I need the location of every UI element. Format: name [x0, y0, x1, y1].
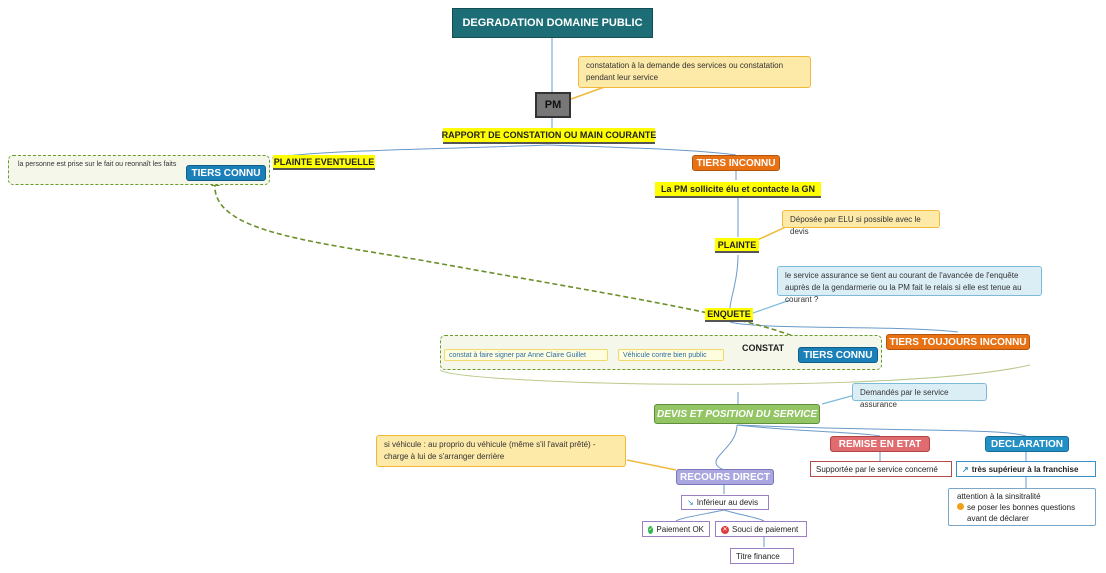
declaration-note[interactable]: attention à la sinsitralité se poser les…	[948, 488, 1096, 526]
demandes-note[interactable]: Demandés par le service assurance	[852, 383, 987, 409]
inferieur-devis-node[interactable]: ↘ Inférieur au devis	[681, 495, 769, 510]
remise-sub-node[interactable]: Supportée par le service concerné	[810, 461, 952, 477]
tiers-connu-left-node[interactable]: TIERS CONNU	[186, 165, 266, 181]
declaration-sub-text: très supérieur à la franchise	[971, 464, 1079, 474]
warning-icon	[957, 503, 964, 510]
paiement-ok-node[interactable]: ✓ Paiement OK	[642, 521, 710, 537]
rapport-label: RAPPORT DE CONSTATION OU MAIN COURANTE	[441, 130, 657, 140]
declaration-note-line1: attention à la sinsitralité	[957, 492, 1041, 501]
root-topic[interactable]: DEGRADATION DOMAINE PUBLIC	[452, 8, 653, 38]
declaration-label: DECLARATION	[990, 438, 1064, 450]
paiement-ok-text: Paiement OK	[656, 524, 704, 534]
tiers-connu-constat-node[interactable]: TIERS CONNU	[798, 347, 878, 363]
vehicule-text: Véhicule contre bien public	[623, 351, 707, 359]
plainte-label: PLAINTE	[717, 239, 757, 250]
tiers-inconnu-label: TIERS INCONNU	[696, 157, 776, 169]
pm-note-text: constatation à la demande des services o…	[586, 61, 784, 82]
deposee-callout[interactable]: Déposée par ELU si possible avec le devi…	[782, 210, 940, 236]
pm-sollicite-node[interactable]: La PM sollicite élu et contacte la GN	[655, 182, 821, 198]
arrow-down-right-icon: ↘	[687, 498, 694, 507]
titre-finance-node[interactable]: Titre finance	[730, 548, 794, 564]
declaration-sub-node[interactable]: ↗ très supérieur à la franchise	[956, 461, 1096, 477]
root-title: DEGRADATION DOMAINE PUBLIC	[462, 17, 643, 29]
pm-sollicite-label: La PM sollicite élu et contacte la GN	[660, 184, 816, 194]
souci-paiement-text: Souci de paiement	[732, 524, 799, 534]
cross-circle-icon: ✕	[721, 526, 729, 534]
assurance-note-text: le service assurance se tient au courant…	[785, 271, 1022, 304]
plainte-node[interactable]: PLAINTE	[715, 238, 759, 253]
enquete-label: ENQUETE	[707, 309, 751, 319]
check-circle-icon: ✓	[648, 526, 654, 534]
vehicule-note-callout[interactable]: si véhicule : au proprio du véhicule (mê…	[376, 435, 626, 467]
constat-signer-text: constat à faire signer par Anne Claire G…	[449, 351, 586, 359]
rapport-node[interactable]: RAPPORT DE CONSTATION OU MAIN COURANTE	[441, 128, 657, 144]
remise-en-etat-label: REMISE EN ETAT	[838, 438, 922, 450]
assurance-note[interactable]: le service assurance se tient au courant…	[777, 266, 1042, 304]
vehicule-item[interactable]: Véhicule contre bien public	[618, 349, 724, 361]
enquete-node[interactable]: ENQUETE	[705, 308, 753, 322]
tiers-connu-constat-label: TIERS CONNU	[803, 349, 873, 361]
pm-node[interactable]: PM	[535, 92, 571, 118]
tiers-toujours-inconnu-node[interactable]: TIERS TOUJOURS INCONNU	[886, 334, 1030, 350]
souci-paiement-node[interactable]: ✕ Souci de paiement	[715, 521, 807, 537]
inferieur-devis-text: Inférieur au devis	[696, 498, 759, 507]
remise-en-etat-node[interactable]: REMISE EN ETAT	[830, 436, 930, 452]
plainte-eventuelle-label: PLAINTE EVENTUELLE	[273, 156, 375, 167]
demandes-text: Demandés par le service assurance	[860, 388, 949, 409]
constat-signer-item[interactable]: constat à faire signer par Anne Claire G…	[444, 349, 608, 361]
deposee-text: Déposée par ELU si possible avec le devi…	[790, 215, 921, 236]
pm-note-callout[interactable]: constatation à la demande des services o…	[578, 56, 811, 88]
devis-node[interactable]: DEVIS ET POSITION DU SERVICE	[654, 404, 820, 424]
titre-finance-text: Titre finance	[736, 551, 780, 561]
declaration-note-line2: se poser les bonnes questions avant de d…	[967, 503, 1076, 523]
constat-label: CONSTAT	[742, 343, 785, 353]
tiers-toujours-inconnu-label: TIERS TOUJOURS INCONNU	[889, 336, 1027, 348]
recours-direct-node[interactable]: RECOURS DIRECT	[676, 469, 774, 485]
devis-label: DEVIS ET POSITION DU SERVICE	[656, 408, 818, 420]
tiers-connu-left-label: TIERS CONNU	[191, 167, 261, 179]
tiers-inconnu-node[interactable]: TIERS INCONNU	[692, 155, 780, 171]
plainte-eventuelle-node[interactable]: PLAINTE EVENTUELLE	[273, 155, 375, 170]
remise-sub-text: Supportée par le service concerné	[816, 464, 938, 474]
vehicule-note-text: si véhicule : au proprio du véhicule (mê…	[384, 440, 596, 461]
pm-label: PM	[544, 99, 562, 111]
arrow-up-right-icon: ↗	[962, 464, 969, 474]
recours-direct-label: RECOURS DIRECT	[679, 471, 770, 483]
declaration-node[interactable]: DECLARATION	[985, 436, 1069, 452]
tiers-connu-note: la personne est prise sur le fait ou reo…	[18, 161, 177, 168]
